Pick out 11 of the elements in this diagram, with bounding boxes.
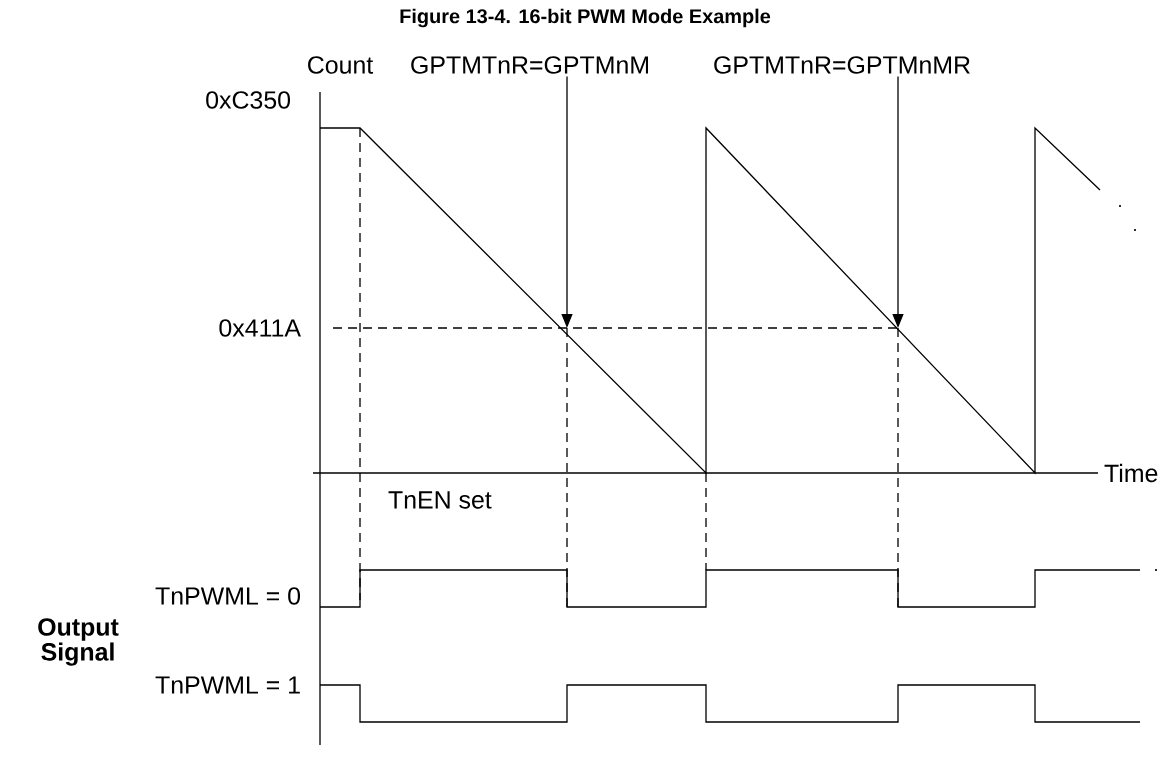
event-label: GPTMTnR=GPTMnM [411,56,648,74]
signal-label: TnPWML = 1 [155,676,300,694]
group-label: Output Signal [38,618,119,666]
signal-label: TnPWML = 0 [155,587,301,605]
value-label: 0xC350 [206,91,291,109]
event-label: TnEN set [388,491,492,509]
value-label: 0x411A [219,319,301,337]
event-label: GPTMTnR=GPTMnMR [714,56,970,74]
figure-title: Figure 13-4. 16-bit PWM Mode Example [400,8,771,28]
axis-label: Count [308,56,374,74]
axis-label: Time [1104,463,1158,483]
